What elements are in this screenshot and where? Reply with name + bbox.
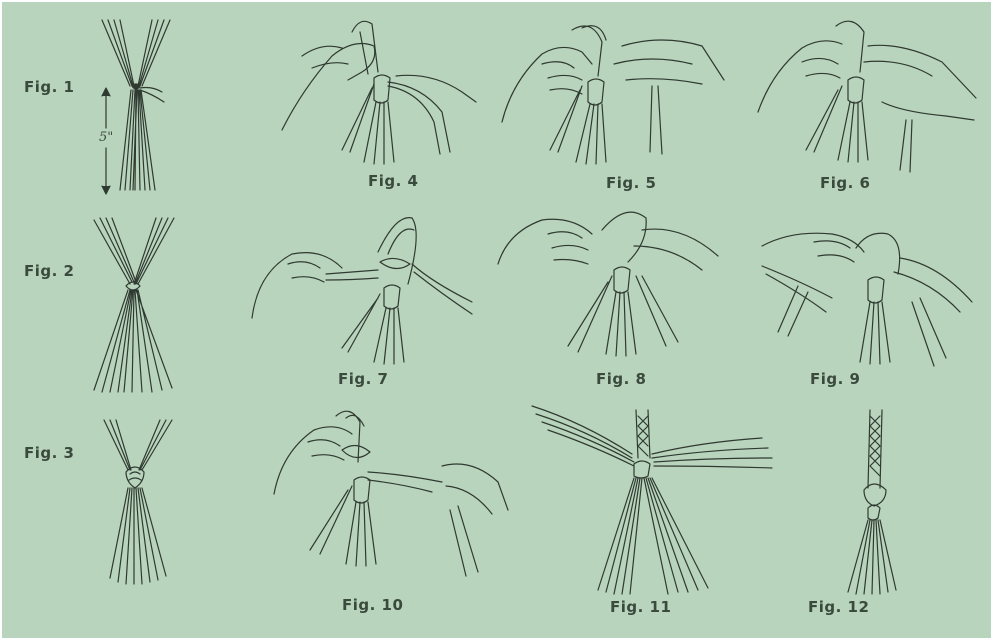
fig4-label: Fig. 4 (368, 172, 418, 190)
fig8-drawing (498, 212, 718, 356)
fig3-drawing (104, 420, 172, 584)
fig9-drawing (762, 233, 972, 366)
fig3-label: Fig. 3 (24, 444, 74, 462)
fig1-drawing (102, 20, 170, 194)
fig9-label: Fig. 9 (810, 370, 860, 388)
fig6-drawing (758, 21, 976, 172)
fig10-label: Fig. 10 (342, 596, 403, 614)
fig12-label: Fig. 12 (808, 598, 869, 616)
fig1-label: Fig. 1 (24, 78, 74, 96)
fig8-label: Fig. 8 (596, 370, 646, 388)
fig11-drawing (532, 406, 772, 594)
fig5-label: Fig. 5 (606, 174, 656, 192)
fig6-label: Fig. 6 (820, 174, 870, 192)
fig2-drawing (94, 218, 174, 392)
dimension-label: 5" (99, 130, 113, 145)
fig10-drawing (274, 411, 508, 576)
fig12-drawing (848, 410, 896, 594)
fig4-drawing (282, 21, 476, 164)
fig11-label: Fig. 11 (610, 598, 671, 616)
fig7-label: Fig. 7 (338, 370, 388, 388)
fig5-drawing (502, 26, 724, 164)
fig2-label: Fig. 2 (24, 262, 74, 280)
fig7-drawing (252, 218, 472, 364)
